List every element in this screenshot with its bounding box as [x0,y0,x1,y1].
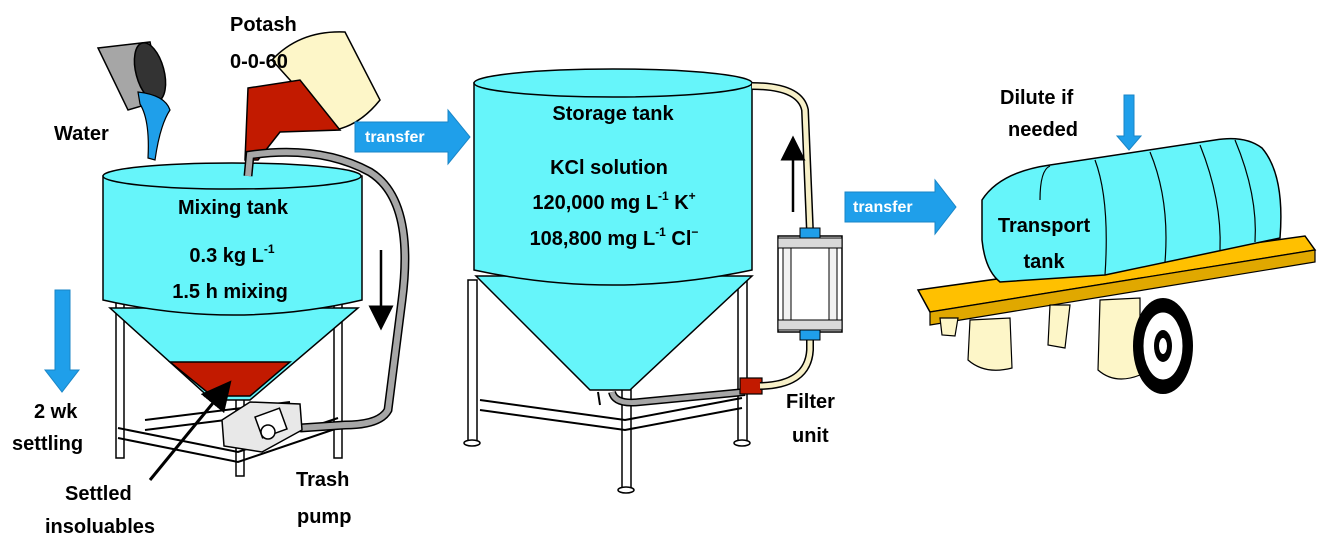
storage-k-value: 120,000 mg L [532,192,658,214]
storage-cl-charge: − [691,225,698,239]
trash-pump-label-line2: pump [297,506,351,528]
transfer-arrow-1 [354,108,471,166]
dilute-arrow [1115,94,1143,151]
mixing-tank-title: Mixing tank [178,197,289,219]
storage-k-ion: K [669,192,690,214]
mixing-tank-body [102,175,363,316]
storage-cl-ion: Cl [666,228,692,250]
settled-label-line2: insoluables [45,516,155,538]
transport-tank-label-line2: tank [1023,251,1065,273]
transport-tank-label-line1: Transport [998,215,1091,237]
mixing-conc-sup: -1 [264,242,275,256]
transfer-arrow-2 [844,178,957,236]
storage-cl-value: 108,800 mg L [530,228,656,250]
dilute-label-line1: Dilute if [1000,87,1074,109]
transfer-label-1: transfer [365,129,425,146]
mixing-time: 1.5 h mixing [172,281,288,303]
transfer-label-2: transfer [853,199,913,216]
transport-tank [981,137,1282,283]
storage-k-charge: + [689,189,696,203]
mixing-tank-rim [102,162,362,190]
mixing-conc-value: 0.3 kg L [189,245,263,267]
settling-arrow [43,289,81,393]
water-bucket [96,41,171,161]
mixing-concentration: 0.3 kg L-1 [189,242,274,267]
settling-label-line2: settling [12,433,83,455]
settled-sediment [167,361,293,397]
potash-bag [244,31,381,161]
storage-cl-sup: -1 [655,225,666,239]
trailer [916,235,1317,394]
storage-tank-body [473,82,753,286]
filter-unit [777,227,843,341]
potash-label-line2: 0-0-60 [230,51,288,73]
sediment-pointer [148,380,232,481]
storage-cl-concentration: 108,800 mg L-1 Cl− [530,225,699,250]
storage-k-concentration: 120,000 mg L-1 K+ [532,189,695,214]
trash-pump-label-line1: Trash [296,469,349,491]
settling-label-line1: 2 wk [34,401,78,423]
filter-label-line1: Filter [786,391,835,413]
storage-tank-cone [474,275,754,391]
filter-label-line2: unit [792,425,829,447]
filter-inlet-coupling [739,377,763,395]
storage-tank-title: Storage tank [552,103,674,125]
settled-label-line1: Settled [65,483,132,505]
potash-label-line1: Potash [230,14,297,36]
dilute-label-line2: needed [1008,119,1078,141]
storage-solution-label: KCl solution [550,157,668,179]
storage-k-sup: -1 [658,189,669,203]
storage-tank-top [473,68,753,98]
trash-pump [221,401,303,453]
water-label: Water [54,123,109,145]
